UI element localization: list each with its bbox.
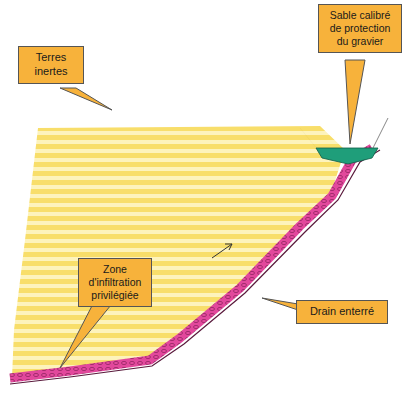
callout-box: Drain enterré bbox=[296, 300, 388, 324]
callout-text: Terres inertes bbox=[24, 51, 78, 79]
callout-text: Sable calibré de protection du gravier bbox=[324, 9, 396, 48]
callout-box: Terres inertes bbox=[18, 46, 84, 84]
callout-box: Zone d'infiltration privilégiée bbox=[78, 258, 152, 307]
callout-box: Sable calibré de protection du gravier bbox=[318, 4, 402, 53]
callout-text: Zone d'infiltration privilégiée bbox=[84, 263, 146, 302]
callout-text: Drain enterré bbox=[302, 305, 382, 319]
